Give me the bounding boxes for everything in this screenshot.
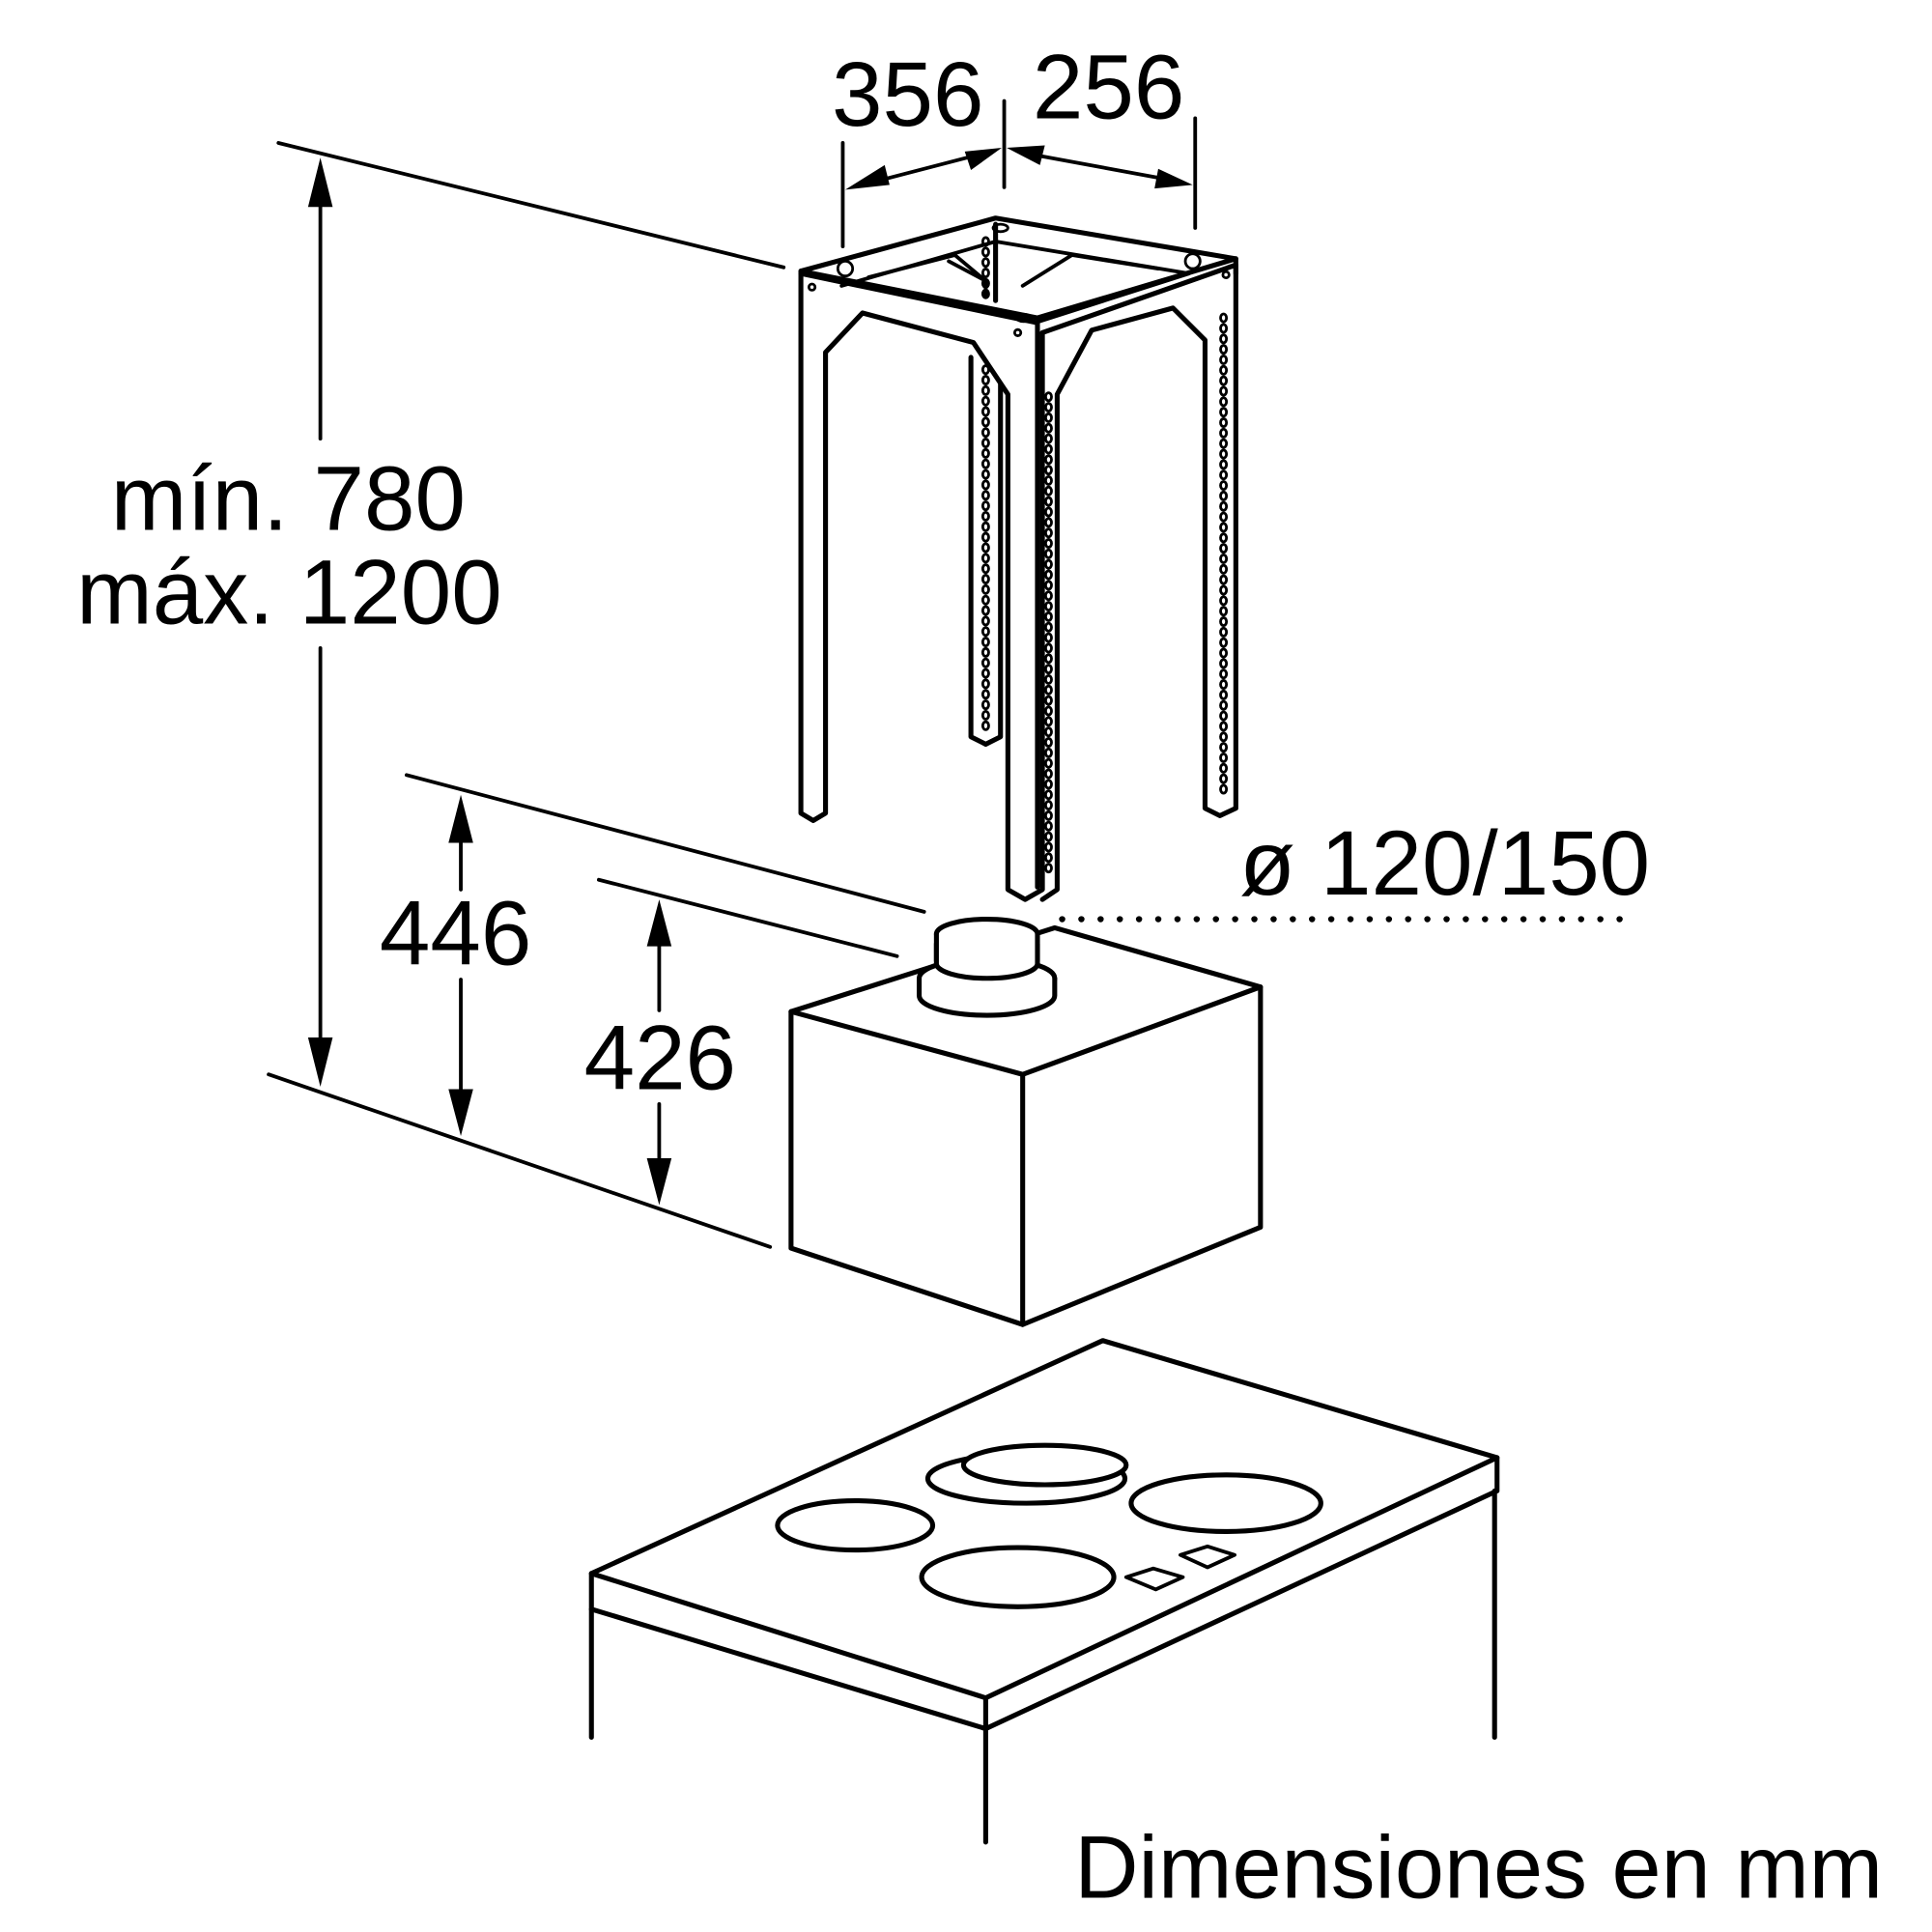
perforation-holes [980,236,1229,874]
hood-outer-height-dimension: 446 [380,773,926,1137]
duct-connector [916,916,1058,1018]
control-button-2 [1179,1544,1236,1570]
cooking-zone-1 [775,1498,936,1553]
frame-width-label: 356 [832,44,983,146]
hob [588,1338,1500,1845]
hood-outer-height-label: 446 [380,884,531,985]
hood-inner-height-dimension: 426 [584,877,899,1206]
frame-width-dimension: 356 256 [832,37,1198,249]
duct-diameter-label: ø 120/150 [1239,813,1650,915]
hood-body: ø 120/150 [788,813,1650,1327]
height-max-label: máx. 1200 [76,542,502,643]
frame-depth-label: 256 [1033,37,1184,138]
height-range-dimension: mín. 780 máx. 1200 [76,141,786,1249]
mounting-frame [798,215,1238,902]
cooking-zone-4 [1128,1472,1323,1535]
height-min-label: mín. 780 [111,448,466,550]
cooking-zone-3-inner [960,1442,1129,1488]
cooking-zone-2 [919,1545,1117,1609]
hood-inner-height-label: 426 [584,1009,736,1110]
control-button-1 [1123,1566,1185,1592]
units-caption: Dimensiones en mm [1074,1818,1883,1917]
